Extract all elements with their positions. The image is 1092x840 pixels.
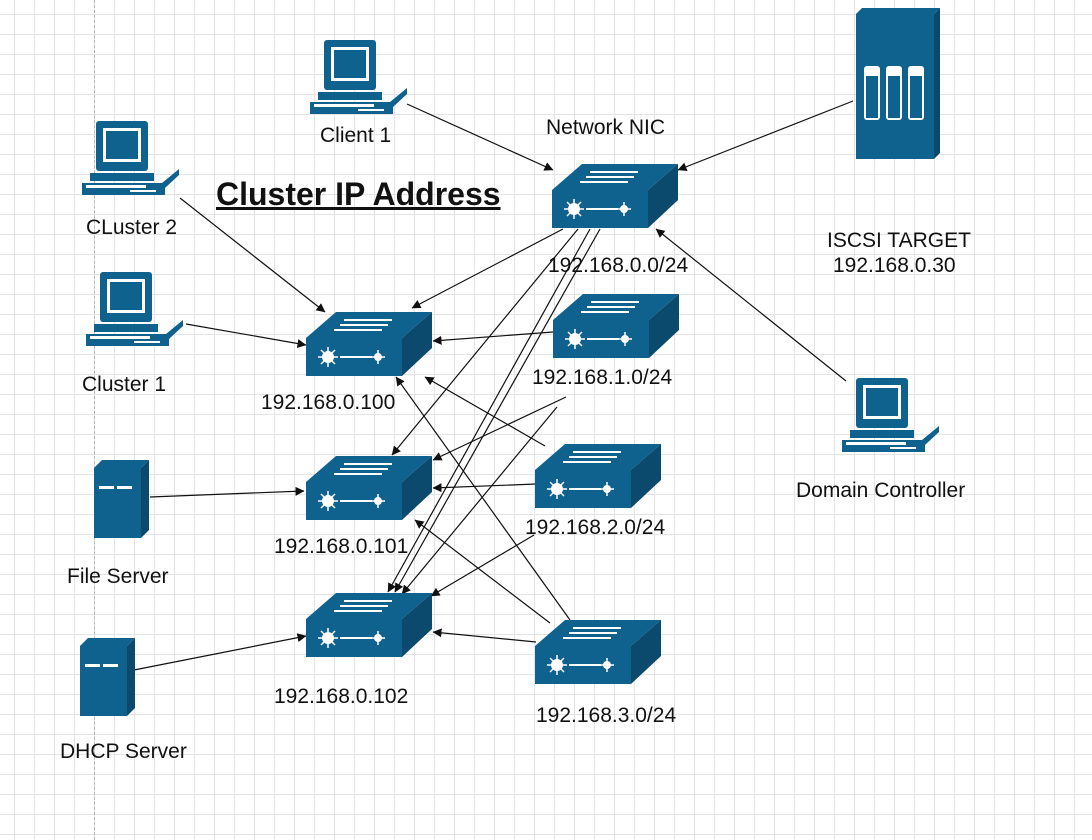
sw-101-switch-icon [306,456,432,520]
file-server-label: File Server [67,565,169,588]
net-1-label: 192.168.1.0/24 [532,366,673,389]
edge-net1-sw101 [432,396,567,461]
page-guide-line [94,0,95,840]
sw-100-label: 192.168.0.100 [261,391,396,414]
file-server-server-icon [94,460,149,538]
edge-nic-sw101 [391,228,579,456]
edge-cluster2-sw100 [179,197,326,313]
cluster1-workstation-icon [86,272,183,346]
edge-net1-sw100 [432,331,554,345]
dhcp-server-label: DHCP Server [60,740,187,763]
client1-workstation-icon [310,40,407,114]
edge-client1-nic [406,103,554,171]
net-2-label: 192.168.2.0/24 [525,516,666,539]
edge-cluster1-sw100 [185,323,307,348]
edge-net3-sw101 [414,519,551,624]
network-nic-switch-icon [552,164,678,228]
edge-nic-sw100 [411,228,564,309]
dhcp-server-server-icon [80,638,135,716]
net-0-label: 192.168.0.0/24 [548,254,689,277]
net-3-label: 192.168.3.0/24 [536,704,677,727]
sw-101-label: 192.168.0.101 [274,535,409,558]
edge-net2-sw100 [424,376,546,447]
client1-label: Client 1 [320,124,392,147]
net-2-switch-icon [535,444,661,508]
domain-controller-label: Domain Controller [796,479,966,502]
diagram-title: Cluster IP Address [216,176,501,212]
net-1-switch-icon [553,294,679,358]
iscsi-ip-label: 192.168.0.30 [833,254,956,277]
domain-controller-workstation-icon [842,378,939,452]
iscsi-target-label: ISCSI TARGET [827,229,971,252]
cluster1-label: Cluster 1 [82,373,167,396]
cluster2-label: CLuster 2 [86,216,178,239]
edge-net3-sw102 [432,628,537,643]
cluster2-workstation-icon [82,121,179,195]
edge-dhcp-sw102 [133,633,307,671]
sw-102-switch-icon [306,593,432,657]
edge-dc-nic [655,228,847,382]
network-nic-label: Network NIC [546,116,666,139]
iscsi-target-storage-array-icon [856,8,940,159]
edge-fileserver-sw101 [149,486,305,498]
edge-net2-sw101 [432,483,537,493]
sw-102-label: 192.168.0.102 [274,685,409,708]
net-3-switch-icon [535,620,661,684]
sw-100-switch-icon [306,312,432,376]
edge-net3-sw100 [395,376,571,621]
edge-nic-sw102a [387,228,591,593]
edge-iscsi-nic [677,100,854,172]
